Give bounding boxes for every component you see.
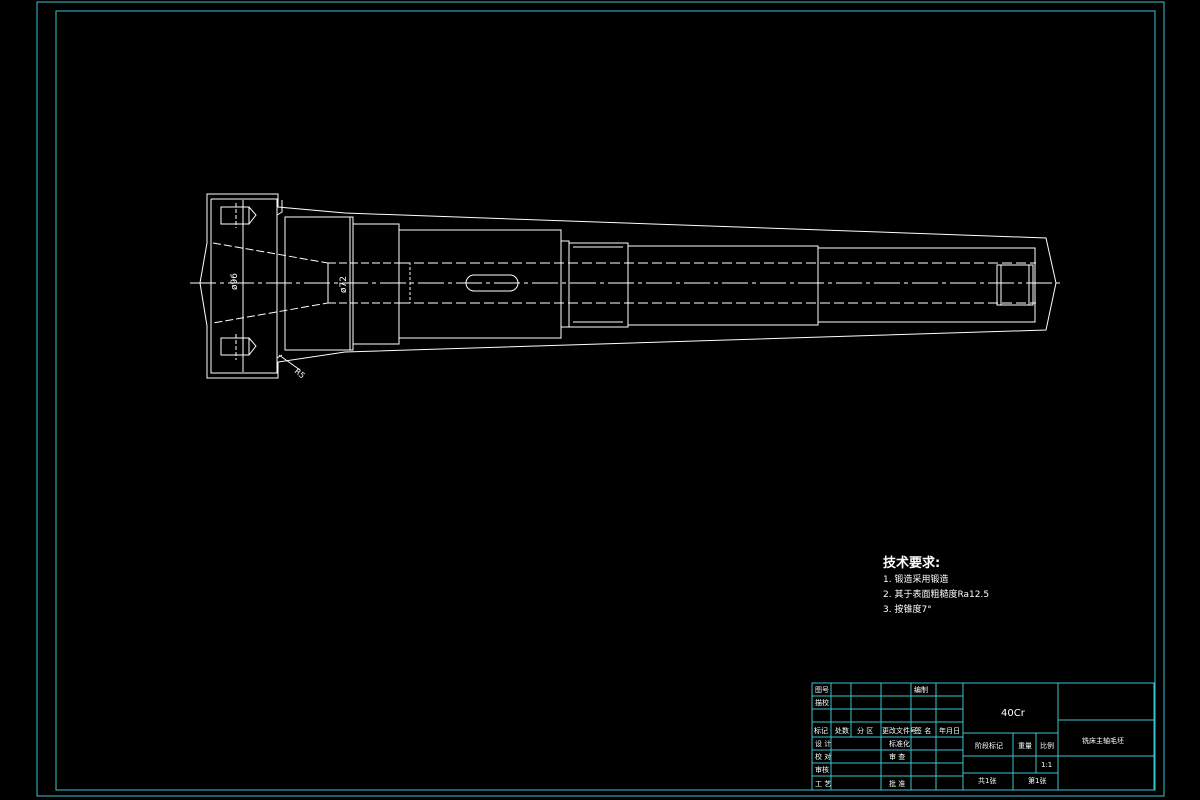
- tb-part-name: 铣床主轴毛坯: [1082, 736, 1124, 745]
- inner-frame: [55, 10, 1156, 791]
- leader-r5: [278, 354, 301, 371]
- step-3: [560, 240, 570, 328]
- tb-sign: 签 名: [915, 726, 931, 735]
- dim-r5: R5: [293, 367, 307, 381]
- inner-bore: [400, 262, 1036, 304]
- tb-process: 工 艺: [815, 780, 831, 788]
- tb-ratio: 比例: [1040, 741, 1054, 750]
- spline-section: [568, 242, 629, 328]
- step-4: [627, 245, 819, 326]
- step-2: [398, 229, 562, 339]
- tb-design: 设 计: [815, 739, 831, 748]
- end-section: [817, 247, 1036, 323]
- bolt-hole-top-tip: [248, 206, 257, 225]
- bolt-hole-bottom: [220, 337, 250, 356]
- tb-stage-mark: 阶段标记: [975, 741, 1003, 750]
- tb-sheets-total: 共1张: [978, 776, 996, 785]
- tech-item-3: 3. 按锥度7°: [883, 603, 932, 615]
- tb-scale: 1:1: [1041, 761, 1052, 769]
- tech-item-1: 1. 锻造采用锻造: [883, 573, 948, 585]
- tb-material: 40Cr: [1001, 708, 1026, 719]
- title-block: [811, 682, 1155, 791]
- dim-d96: ø96: [230, 273, 240, 290]
- dim-d72: ø72: [339, 276, 349, 293]
- tb-check: 审核: [815, 765, 829, 774]
- tb-change-doc: 更改文件号: [882, 726, 917, 735]
- tb-drawn: 描校: [815, 698, 829, 707]
- tech-title: 技术要求:: [883, 555, 940, 571]
- tb-date: 年月日: [939, 726, 960, 735]
- end-thread: [996, 264, 1034, 306]
- step-1: [352, 223, 400, 345]
- tb-drawing-no: 图号: [815, 686, 829, 694]
- bolt-hole-top: [220, 206, 250, 225]
- tech-item-2: 2. 其于表面粗糙度Ra12.5: [883, 588, 989, 600]
- tb-model: 编制: [914, 685, 928, 694]
- blank-envelope: [199, 193, 1057, 379]
- bolt-hole-bottom-tip: [248, 337, 257, 356]
- shaft-profile: [190, 193, 1062, 379]
- flange-head: [210, 198, 283, 374]
- tb-review: 审 查: [889, 752, 905, 761]
- tb-weight: 重量: [1018, 742, 1032, 750]
- internal-taper: [212, 242, 400, 324]
- keyway-slot: [465, 274, 519, 292]
- tb-proof: 校 对: [815, 752, 831, 761]
- tb-zone: 分 区: [857, 726, 873, 735]
- tech-requirements: 技术要求: 1. 锻造采用锻造 2. 其于表面粗糙度Ra12.5 3. 按锥度7…: [883, 555, 989, 615]
- tb-sheet-no: 第1张: [1028, 776, 1046, 785]
- tb-marks: 标记: [814, 726, 828, 735]
- outer-frame: [36, 1, 1165, 797]
- title-block-text: 图号 编制 描校 标记 处数 分 区 更改文件号 签 名 年月日 设 计 标准化…: [814, 685, 1124, 788]
- tb-standardize: 标准化: [889, 739, 910, 748]
- tb-approve: 批 准: [889, 779, 905, 788]
- tb-count: 处数: [835, 726, 849, 735]
